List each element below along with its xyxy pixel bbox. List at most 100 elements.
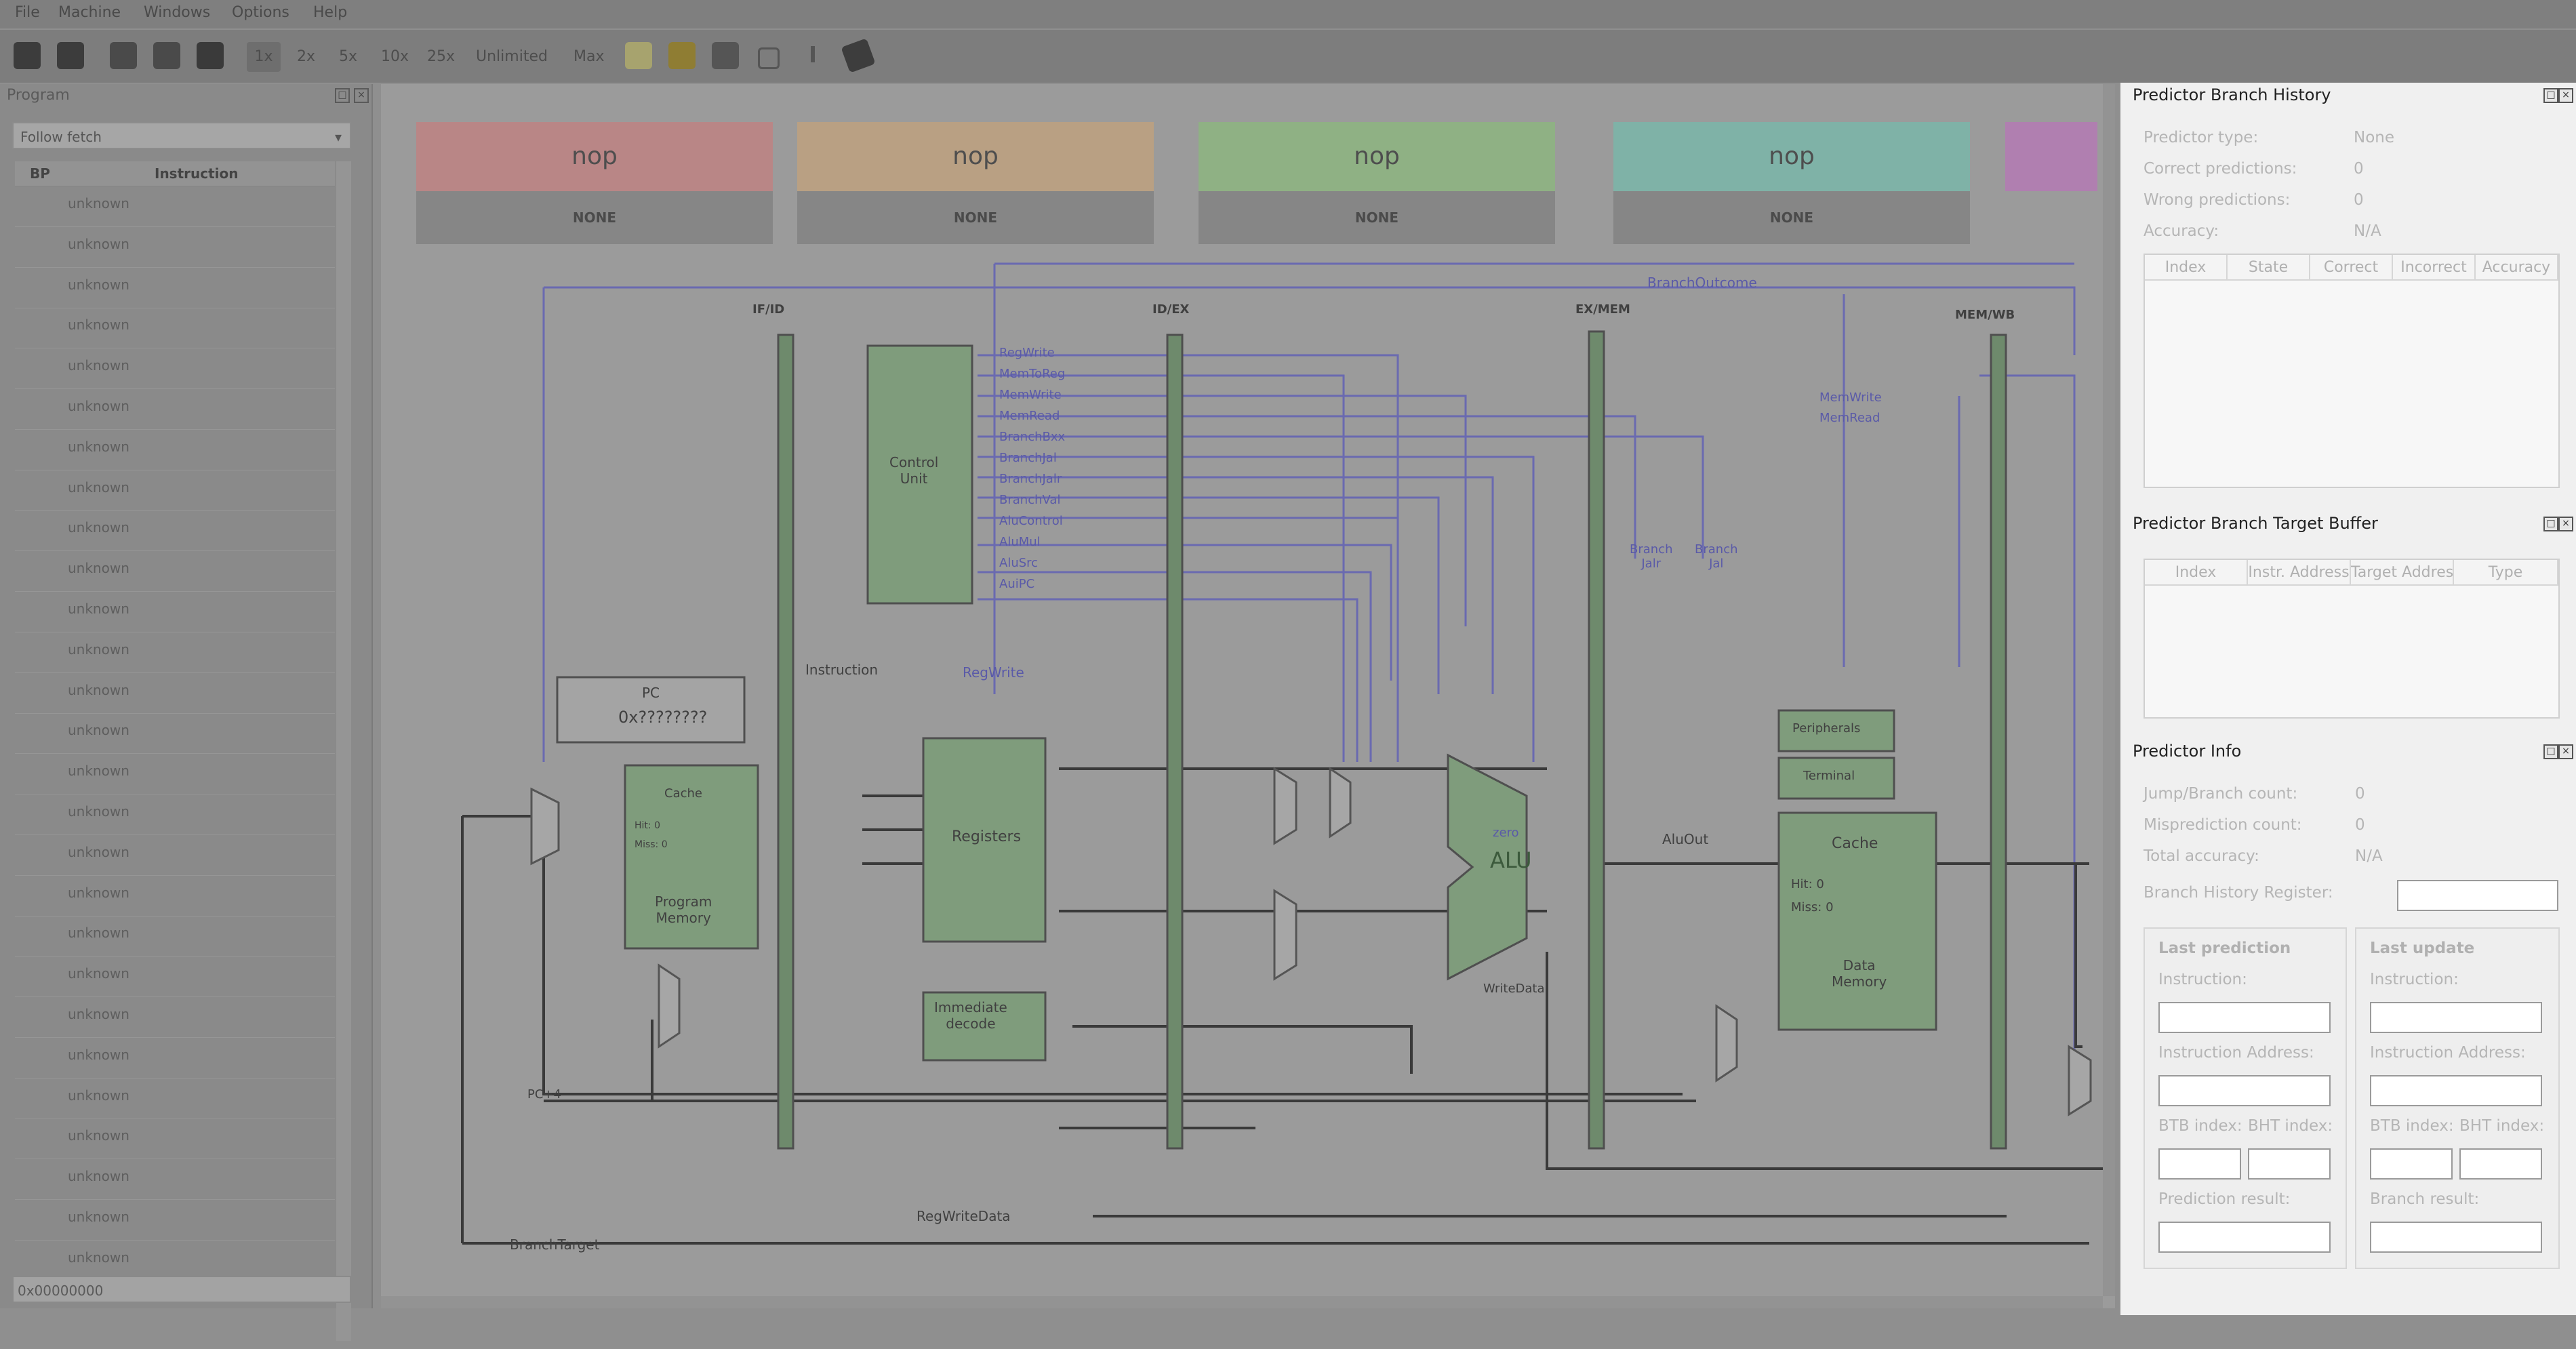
instruction-cell: unknown [68, 1249, 129, 1266]
bht-col-correct[interactable]: Correct [2310, 255, 2393, 281]
bht-col-state[interactable]: State [2228, 255, 2310, 281]
lp-btb-index-field[interactable] [2158, 1148, 2241, 1180]
float-icon[interactable]: □ [335, 88, 350, 103]
menu-windows[interactable]: Windows [144, 4, 211, 21]
speed-25x[interactable]: 25x [427, 48, 456, 65]
btb-col-index[interactable]: Index [2145, 560, 2248, 586]
instruction-label: Instruction [805, 662, 879, 678]
table-row[interactable]: unknown [15, 1119, 335, 1160]
control-unit-label: Control Unit [889, 454, 939, 487]
speed-10x[interactable]: 10x [381, 48, 409, 65]
lp-address-field[interactable] [2158, 1075, 2331, 1106]
close-icon[interactable]: × [354, 88, 369, 103]
speed-max[interactable]: Max [573, 48, 605, 65]
new-machine-icon[interactable] [14, 42, 41, 69]
instruction-cell: unknown [68, 276, 129, 293]
table-row[interactable]: unknown [15, 308, 335, 349]
table-row[interactable]: unknown [15, 390, 335, 430]
speed-unlimited[interactable]: Unlimited [476, 48, 548, 65]
reload-icon[interactable] [57, 42, 84, 69]
table-row[interactable]: unknown [15, 633, 335, 673]
table-row[interactable]: unknown [15, 187, 335, 227]
speed-1x[interactable]: 1x [247, 42, 281, 72]
table-row[interactable]: unknown [15, 714, 335, 754]
btb-col-instr-address[interactable]: Instr. Address [2248, 560, 2351, 586]
lu-btb-index-field[interactable] [2370, 1148, 2453, 1180]
table-row[interactable]: unknown [15, 1241, 335, 1281]
table-row[interactable]: unknown [15, 1079, 335, 1119]
table-row[interactable]: unknown [15, 552, 335, 592]
lu-address-field[interactable] [2370, 1075, 2542, 1106]
lu-result-field[interactable] [2370, 1222, 2542, 1253]
bht-col-accuracy[interactable]: Accuracy [2476, 255, 2558, 281]
table-row[interactable]: unknown [15, 674, 335, 714]
canvas-hscrollbar[interactable] [381, 1296, 2103, 1308]
lp-btb-index-label: BTB index: [2158, 1117, 2242, 1135]
signal-label: BranchJalr [999, 472, 1062, 486]
signal-label: MemWrite [999, 388, 1062, 402]
step-icon[interactable] [153, 42, 180, 69]
table-row[interactable]: unknown [15, 1160, 335, 1201]
table-row[interactable]: unknown [15, 998, 335, 1038]
new-file-icon[interactable] [625, 42, 652, 69]
program-scrollbar[interactable] [336, 161, 351, 1341]
table-row[interactable]: unknown [15, 268, 335, 308]
table-row[interactable]: unknown [15, 349, 335, 390]
tag-icon[interactable] [841, 38, 876, 73]
speed-5x[interactable]: 5x [339, 48, 358, 65]
instruction-cell: unknown [68, 519, 129, 536]
lu-instruction-field[interactable] [2370, 1002, 2542, 1033]
datapath-canvas[interactable]: nop NONE nop NONE nop NONE nop NONE [381, 84, 2115, 1308]
program-cache-label: Cache [664, 786, 702, 801]
last-update-title: Last update [2370, 940, 2475, 957]
open-folder-icon[interactable] [668, 42, 696, 69]
table-row[interactable]: unknown [15, 957, 335, 998]
table-row[interactable]: unknown [15, 511, 335, 552]
close-icon[interactable]: × [2558, 517, 2573, 531]
instruction-cell: unknown [68, 925, 129, 942]
lu-bht-index-field[interactable] [2459, 1148, 2542, 1180]
run-icon[interactable] [110, 42, 137, 69]
address-field[interactable]: 0x00000000 [12, 1276, 351, 1303]
float-icon[interactable]: □ [2543, 744, 2558, 759]
lp-instruction-field[interactable] [2158, 1002, 2331, 1033]
table-row[interactable]: unknown [15, 592, 335, 632]
table-row[interactable]: unknown [15, 228, 335, 268]
float-icon[interactable]: □ [2543, 88, 2558, 103]
bhr-field[interactable] [2397, 880, 2558, 911]
bht-col-index[interactable]: Index [2145, 255, 2228, 281]
menu-help[interactable]: Help [313, 4, 348, 21]
wrong-value: 0 [2354, 191, 2364, 209]
follow-combo[interactable]: Follow fetch ▾ [12, 122, 351, 149]
close-icon[interactable]: × [2558, 744, 2573, 759]
table-row[interactable]: unknown [15, 430, 335, 470]
bht-col-incorrect[interactable]: Incorrect [2393, 255, 2476, 281]
pause-icon[interactable] [197, 42, 224, 69]
lp-address-label: Instruction Address: [2158, 1044, 2314, 1062]
canvas-vscrollbar[interactable] [2103, 84, 2115, 1296]
btb-table[interactable]: Index Instr. Address Target Address Type [2144, 559, 2560, 719]
speed-2x[interactable]: 2x [297, 48, 316, 65]
lp-bht-index-field[interactable] [2248, 1148, 2331, 1180]
total-acc-label: Total accuracy: [2144, 847, 2259, 865]
download-icon[interactable] [800, 42, 827, 69]
table-row[interactable]: unknown [15, 1201, 335, 1241]
menu-machine[interactable]: Machine [58, 4, 121, 21]
btb-col-target-address[interactable]: Target Address [2351, 560, 2454, 586]
close-icon[interactable]: × [2558, 88, 2573, 103]
table-row[interactable]: unknown [15, 795, 335, 835]
compile-icon[interactable] [758, 47, 780, 69]
menu-file[interactable]: File [15, 4, 40, 21]
float-icon[interactable]: □ [2543, 517, 2558, 531]
btb-col-type[interactable]: Type [2454, 560, 2558, 586]
table-row[interactable]: unknown [15, 754, 335, 795]
table-row[interactable]: unknown [15, 471, 335, 511]
table-row[interactable]: unknown [15, 877, 335, 917]
save-icon[interactable] [712, 42, 739, 69]
table-row[interactable]: unknown [15, 836, 335, 876]
table-row[interactable]: unknown [15, 917, 335, 957]
branch-history-table[interactable]: Index State Correct Incorrect Accuracy [2144, 254, 2560, 488]
lp-result-field[interactable] [2158, 1222, 2331, 1253]
table-row[interactable]: unknown [15, 1039, 335, 1079]
menu-options[interactable]: Options [232, 4, 289, 21]
